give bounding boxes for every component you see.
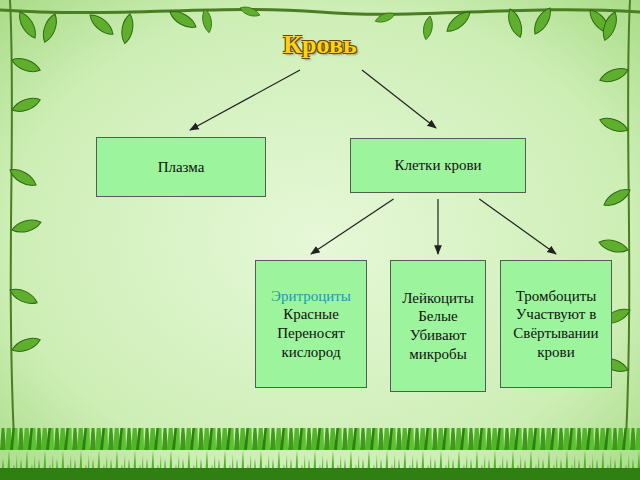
box-description: Белые Убивают микробы [395, 307, 481, 363]
vine [626, 0, 630, 440]
text-box: ЛейкоцитыБелые Убивают микробы [390, 260, 486, 392]
box-label: Клетки крови [394, 156, 481, 175]
vine [10, 0, 14, 440]
box-label: Тромбоциты [516, 287, 597, 306]
box-description: Участвуют в Свёртывании крови [505, 305, 607, 361]
title-arrow [190, 70, 300, 130]
title-arrow [362, 70, 436, 128]
box-description: Красные Переносят кислород [260, 305, 362, 361]
leaves [7, 5, 632, 375]
text-box: ЭритроцитыКрасные Переносят кислород [255, 260, 367, 388]
text-box: ТромбоцитыУчаствуют в Свёртывании крови [500, 260, 612, 388]
title: Кровь [0, 30, 640, 60]
box-label: Плазма [158, 158, 205, 177]
text-box: Клетки крови [350, 138, 526, 193]
connector-arrow [479, 199, 556, 254]
box-label: Лейкоциты [402, 289, 473, 308]
text-box: Плазма [96, 137, 266, 197]
grass [0, 428, 640, 480]
connector-arrow [311, 199, 394, 254]
grass-base [0, 468, 640, 480]
connector-arrow [437, 199, 438, 254]
box-label: Эритроциты [271, 287, 351, 306]
